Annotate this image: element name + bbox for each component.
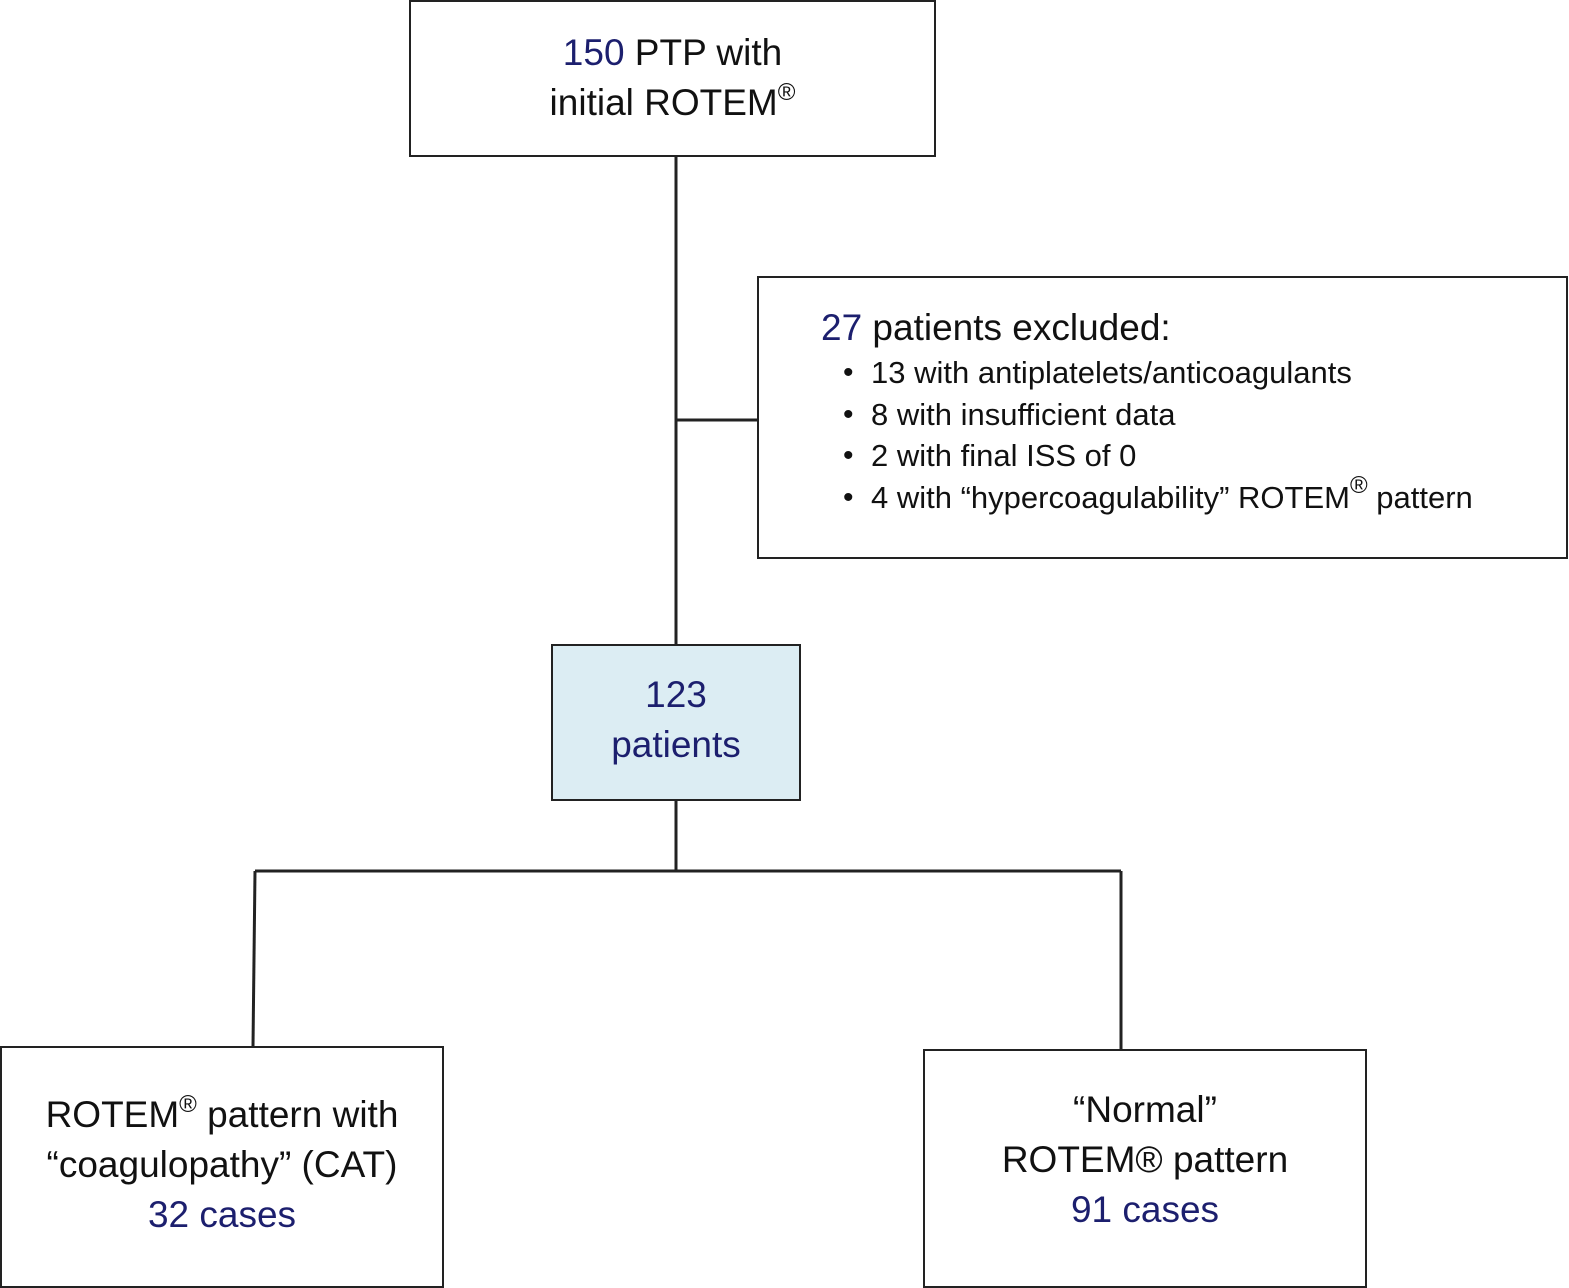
included-patients-count: 123 (645, 674, 707, 715)
connector-to-left-box (251, 870, 257, 1047)
exclusion-item: •4 with “hypercoagulability” ROTEM® patt… (843, 471, 1473, 515)
initial-patients-line1: 150 PTP with (562, 32, 783, 73)
registered-mark: ® (777, 79, 796, 106)
exclusion-item: •2 with final ISS of 0 (843, 438, 1137, 473)
initial-patients-count: 150 (562, 32, 625, 73)
coagulopathy-line1: ROTEM® pattern with (45, 1091, 399, 1136)
included-patients-label: patients (611, 724, 741, 765)
excluded-count: 27 (821, 307, 863, 348)
coagulopathy-line2: “coagulopathy” (CAT) (46, 1144, 398, 1185)
included-patients-box: 123 patients (551, 644, 801, 801)
normal-line2: ROTEM® pattern (1001, 1139, 1289, 1180)
excluded-patients-box: 27 patients excluded: •13 with antiplate… (757, 276, 1568, 559)
excluded-title: 27 patients excluded: (821, 307, 1171, 348)
initial-patients-box: 150 PTP with initial ROTEM® (409, 0, 936, 157)
coagulopathy-box: ROTEM® pattern with “coagulopathy” (CAT)… (0, 1046, 444, 1288)
normal-cases: 91 cases (1070, 1189, 1220, 1230)
normal-line1: “Normal” (1073, 1089, 1217, 1130)
exclusion-item: •8 with insufficient data (843, 396, 1176, 432)
exclusion-item: •13 with antiplatelets/anticoagulants (843, 355, 1352, 390)
exclusion-list: •13 with antiplatelets/anticoagulants •8… (821, 352, 1566, 518)
coagulopathy-cases: 32 cases (147, 1194, 297, 1235)
normal-pattern-box: “Normal” ROTEM® pattern 91 cases (923, 1049, 1367, 1288)
initial-patients-line2: initial ROTEM® (549, 79, 796, 124)
